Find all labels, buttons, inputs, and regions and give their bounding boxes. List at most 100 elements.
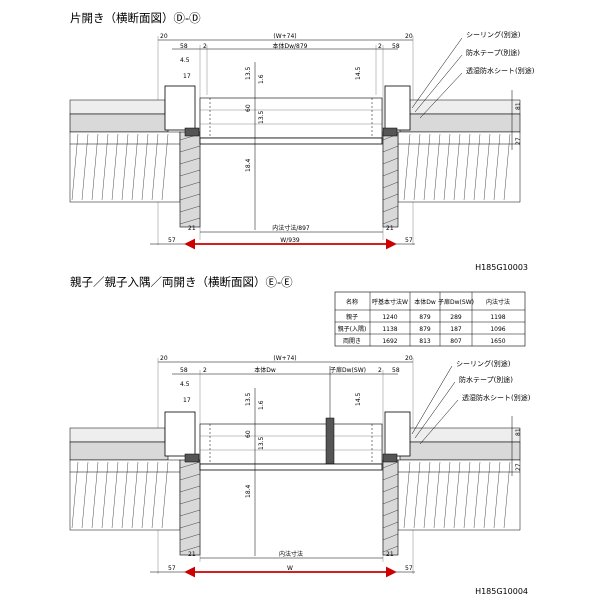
table-cell: 親子 — [346, 313, 358, 321]
wall-board-right — [399, 113, 521, 133]
siding-right — [404, 99, 521, 115]
frame-seal-left — [184, 127, 200, 137]
wall-board-right — [399, 441, 521, 461]
dim-2-right: 2 — [378, 43, 382, 50]
dim-17: 17 — [183, 73, 191, 80]
wall-board-left — [69, 441, 169, 461]
callout-leader — [411, 37, 463, 109]
dim-inner: 内法寸法/897 — [272, 224, 310, 232]
dim-13-5: 13.5 — [245, 66, 252, 80]
table-cell: 1198 — [490, 314, 505, 321]
insulation-right — [397, 459, 521, 531]
dim-width: W/939 — [280, 237, 300, 244]
dim-inner: 内法寸法 — [279, 550, 303, 558]
table-cell: 両開き — [343, 338, 361, 345]
dim-2-left: 2 — [203, 43, 207, 50]
dim-21-right: 21 — [386, 225, 394, 232]
dim-13-5b: 13.5 — [258, 110, 265, 124]
dim-4-5: 4.5 — [180, 57, 190, 64]
drawing-code: H185G10004 — [475, 587, 528, 596]
jamb-wall-right — [382, 131, 399, 228]
table-header: 名称 — [346, 298, 358, 306]
dim-57-left: 57 — [168, 565, 176, 572]
dim-27: 27 — [515, 463, 522, 471]
dim-27: 27 — [515, 137, 522, 145]
insulation-hatch — [403, 461, 511, 529]
table-cell: 879 — [419, 326, 431, 333]
callout-membrane: 透湿防水シート(別途) — [466, 66, 535, 75]
astragal — [325, 417, 335, 469]
table-cell: 879 — [419, 314, 431, 321]
insulation-right — [397, 131, 521, 203]
callout-waterproof-tape: 防水テープ(別途) — [466, 48, 520, 57]
jamb-wall-right — [382, 459, 399, 556]
frame-left — [164, 411, 196, 457]
dim-1-6: 1.6 — [258, 400, 265, 410]
wall-board-left — [69, 113, 169, 133]
callout-sealing: シーリング(別途) — [466, 30, 521, 39]
dim-57-right: 57 — [405, 565, 413, 572]
section1-title: 片開き（横断面図）Ⓓ-Ⓓ — [70, 11, 201, 25]
insulation-hatch — [403, 133, 511, 201]
section-double-swing: 親子／親子入隅／両開き（横断面図）Ⓔ-Ⓔ 名称 呼基本寸法W 本体Dw 子扉Dw… — [69, 275, 531, 596]
table-header: 本体Dw — [414, 298, 436, 306]
dim-13-5b: 13.5 — [258, 436, 265, 450]
door-leaf-child — [332, 423, 383, 465]
door-leaf — [199, 97, 383, 139]
dim-60: 60 — [245, 104, 252, 112]
dim-total: (W+74) — [273, 355, 296, 362]
dim-total: (W+74) — [273, 33, 296, 40]
callout-leader — [414, 381, 456, 439]
dim-21-left: 21 — [188, 551, 196, 558]
drawing-code: H185G10003 — [475, 263, 528, 272]
frame-right — [384, 85, 411, 131]
table-cell: 807 — [450, 338, 462, 345]
dim-18-4: 18.4 — [245, 158, 252, 172]
dim-58-right: 58 — [392, 367, 400, 374]
dim-21-right: 21 — [386, 551, 394, 558]
callout-leader — [419, 72, 463, 119]
dim-20-right: 20 — [405, 33, 413, 40]
dim-child: 子扉Dw(SW) — [330, 366, 366, 374]
dim-width: W — [287, 565, 293, 572]
dim-58-right: 58 — [392, 43, 400, 50]
dim-body: 本体Dw — [254, 366, 276, 374]
table-header: 子扉Dw(SW) — [438, 298, 474, 306]
callout-leader — [419, 399, 459, 445]
dim-13-5: 13.5 — [245, 392, 252, 406]
dim-81: 81 — [515, 428, 522, 436]
door-leaf-main — [199, 423, 328, 465]
dim-14-5: 14.5 — [355, 66, 362, 80]
frame-seal-right — [382, 453, 398, 463]
insulation-hatch — [71, 461, 169, 529]
table-cell: 1096 — [490, 326, 505, 333]
dim-1-6: 1.6 — [258, 74, 265, 84]
size-table: 名称 呼基本寸法W 本体Dw 子扉Dw(SW) 内法寸法 親子 1240 879… — [334, 291, 526, 347]
section-single-swing: 片開き（横断面図）Ⓓ-Ⓓ (W+74) 20 20 58 58 2 2 本体Dw… — [69, 11, 535, 272]
table-cell: 親子(入隅) — [338, 325, 367, 333]
dim-20-left: 20 — [160, 355, 168, 362]
dim-20-right: 20 — [405, 355, 413, 362]
table-cell: 1240 — [382, 314, 397, 321]
callout-membrane: 透湿防水シート(別途) — [462, 393, 531, 402]
dim-2-right: 2 — [378, 367, 382, 374]
dim-14-5: 14.5 — [355, 392, 362, 406]
table-header: 呼基本寸法W — [372, 298, 408, 306]
frame-right — [384, 411, 411, 457]
table-cell: 187 — [450, 326, 462, 333]
threshold — [199, 463, 383, 471]
dim-21-left: 21 — [188, 225, 196, 232]
dim-2-left: 2 — [203, 367, 207, 374]
dim-57-right: 57 — [405, 237, 413, 244]
dim-57-left: 57 — [168, 237, 176, 244]
callout-waterproof-tape: 防水テープ(別途) — [459, 375, 513, 384]
dim-body: 本体Dw/879 — [272, 42, 307, 50]
jamb-hatch — [179, 133, 201, 225]
table-cell: 813 — [419, 338, 431, 345]
table-cell: 1692 — [382, 338, 397, 345]
siding-left — [69, 427, 166, 443]
jamb-hatch — [179, 461, 201, 553]
frame-seal-left — [184, 453, 200, 463]
dim-81: 81 — [515, 102, 522, 110]
